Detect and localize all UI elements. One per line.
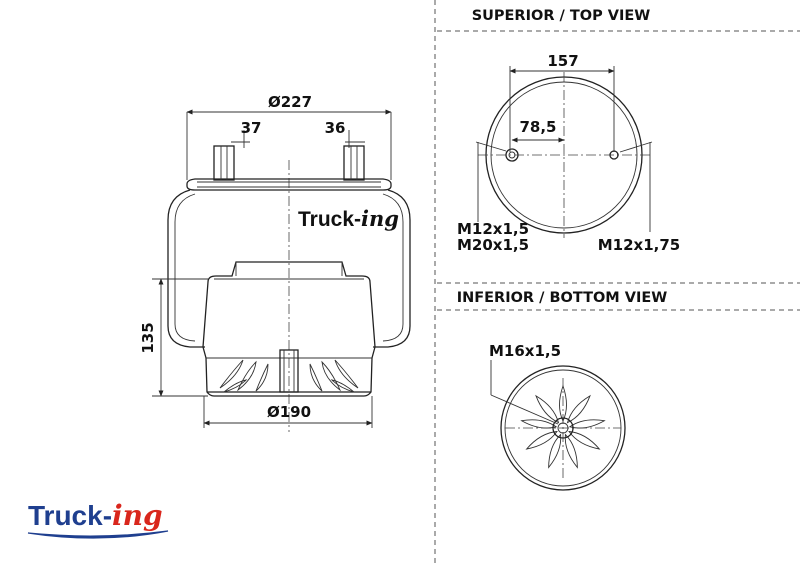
dim-bolt-spacing: 157: [547, 52, 578, 70]
view-separators: [434, 0, 800, 565]
dim-height: 135: [139, 322, 157, 353]
dim-piston-diameter: Ø190: [267, 403, 311, 421]
thread-left-2: M20x1,5: [457, 236, 529, 254]
thread-center: M16x1,5: [489, 342, 561, 360]
thread-right: M12x1,75: [598, 236, 681, 254]
logo-text: Truck-ing: [28, 499, 163, 532]
dim-outer-diameter: Ø227: [268, 93, 312, 111]
top-view-header: SUPERIOR / TOP VIEW: [472, 8, 651, 24]
bottom-view-header: INFERIOR / BOTTOM VIEW: [457, 290, 668, 306]
dim-half-spacing: 78,5: [519, 118, 556, 136]
side-view-brand: Truck-ing: [298, 206, 399, 231]
top-view: 157 78,5 M12x1,5 M20x1,5 M12x1,75: [457, 52, 680, 254]
dim-left-offset: 37: [241, 119, 262, 137]
logo-swoosh: [27, 530, 169, 539]
thread-left-1: M12x1,5: [457, 220, 529, 238]
dim-right-offset: 36: [325, 119, 346, 137]
brand-logo: Truck-ing: [27, 499, 169, 539]
side-view: Truck-ing Ø227 37 36 135 Ø190: [139, 93, 411, 432]
bottom-view: M16x1,5: [489, 342, 626, 491]
